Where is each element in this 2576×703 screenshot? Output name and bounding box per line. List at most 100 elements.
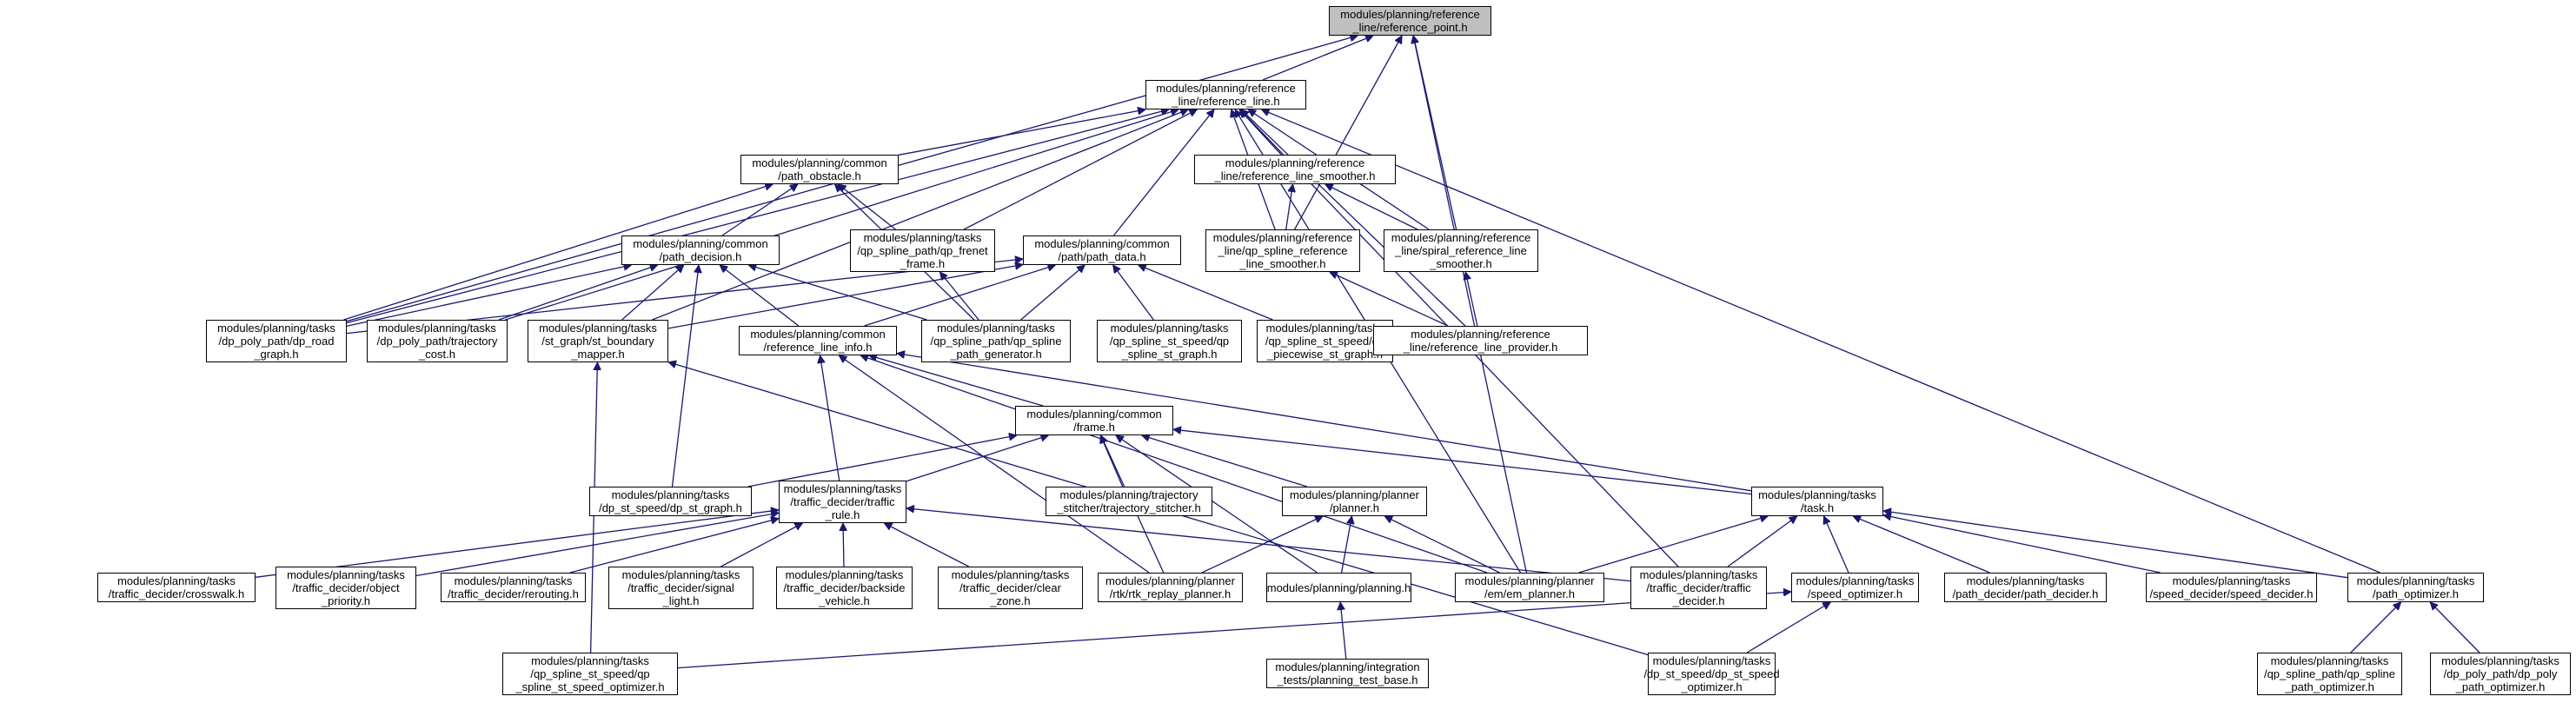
- graph-node-qp-spline-rl-smoother[interactable]: modules/planning/reference_line/qp_splin…: [1205, 229, 1360, 272]
- node-label: modules/planning/tasks/task.h: [1758, 488, 1876, 514]
- node-label-line: modules/planning/tasks: [785, 568, 904, 581]
- node-label: modules/planning/tasks/qp_spline_st_spee…: [515, 654, 664, 693]
- graph-node-object-priority[interactable]: modules/planning/tasks/traffic_decider/o…: [276, 567, 416, 609]
- node-label: modules/planning/reference_line/referenc…: [1404, 328, 1558, 354]
- graph-node-reference-line[interactable]: modules/planning/reference_line/referenc…: [1145, 80, 1306, 109]
- graph-node-rl-smoother[interactable]: modules/planning/reference_line/referenc…: [1194, 155, 1396, 184]
- edge-dp-road-graph-to-path-obstacle: [343, 184, 773, 321]
- node-label-line: /traffic_decider/traffic: [1646, 581, 1751, 594]
- graph-node-em-planner[interactable]: modules/planning/planner/em/em_planner.h: [1455, 573, 1604, 602]
- node-label-line: /em/em_planner.h: [1484, 587, 1576, 600]
- node-label: modules/planning/tasks/speed_optimizer.h: [1796, 574, 1915, 600]
- node-label-line: modules/planning/planner: [1464, 574, 1595, 587]
- graph-node-crosswalk[interactable]: modules/planning/tasks/traffic_decider/c…: [97, 573, 256, 602]
- graph-node-path-data[interactable]: modules/planning/common/path/path_data.h: [1023, 235, 1181, 265]
- graph-node-planning-test-base[interactable]: modules/planning/integration_tests/plann…: [1266, 659, 1429, 688]
- edge-speed-optimizer-to-task: [1824, 516, 1849, 574]
- node-label-line: _path_optimizer.h: [2455, 680, 2546, 693]
- graph-node-st-boundary-mapper[interactable]: modules/planning/tasks/st_graph/st_bound…: [528, 320, 668, 362]
- edge-path-data-to-reference-line: [1112, 109, 1215, 236]
- node-label-line: _smoother.h: [1430, 257, 1492, 270]
- graph-node-trajectory-cost[interactable]: modules/planning/tasks/dp_poly_path/traj…: [367, 320, 508, 362]
- edge-frame-to-reference-line-info: [869, 355, 1044, 407]
- node-label-line: modules/planning/tasks: [937, 322, 1055, 335]
- graph-node-planning[interactable]: modules/planning/planning.h: [1266, 573, 1411, 602]
- edge-dp-st-speed-optimizer-to-speed-optimizer: [1746, 601, 1830, 653]
- graph-node-traffic-rule[interactable]: modules/planning/tasks/traffic_decider/t…: [779, 481, 906, 523]
- node-label: modules/planning/tasks/st_graph/st_bound…: [539, 322, 657, 361]
- edge-reference-line-info-to-path-data: [864, 265, 1056, 327]
- graph-node-piecewise-st-graph[interactable]: modules/planning/tasks/qp_spline_st_spee…: [1257, 320, 1393, 362]
- graph-node-rtk-replay-planner[interactable]: modules/planning/planner/rtk/rtk_replay_…: [1098, 573, 1243, 602]
- edge-spiral-rl-smoother-to-rl-smoother: [1325, 183, 1418, 230]
- node-label-line: /traffic_decider/backside: [783, 581, 906, 594]
- graph-node-qp-spline-st-graph[interactable]: modules/planning/tasks/qp_spline_st_spee…: [1097, 320, 1242, 362]
- graph-node-signal-light[interactable]: modules/planning/tasks/traffic_decider/s…: [608, 567, 754, 609]
- edge-qp-frenet-frame-to-reference-line: [963, 109, 1197, 230]
- node-label-line: modules/planning/tasks: [1966, 574, 2085, 587]
- node-label-line: _frame.h: [900, 257, 946, 270]
- edge-speed-decider-to-task: [1883, 515, 2161, 574]
- node-label-line: modules/planning/tasks: [287, 568, 405, 581]
- node-label-line: _line/reference_point.h: [1352, 21, 1468, 34]
- graph-node-qp-spline-path-generator[interactable]: modules/planning/tasks/qp_spline_path/qp…: [921, 320, 1071, 362]
- graph-node-path-decision[interactable]: modules/planning/common/path_decision.h: [621, 235, 780, 265]
- node-label-line: modules/planning/reference: [1391, 231, 1531, 244]
- node-label-line: _spline_st_graph.h: [1121, 348, 1218, 361]
- node-label: modules/planning/common/path/path_data.h: [1034, 237, 1169, 263]
- graph-node-frame[interactable]: modules/planning/common/frame.h: [1015, 406, 1173, 435]
- node-label-line: /path_optimizer.h: [2372, 587, 2459, 600]
- graph-node-speed-decider[interactable]: modules/planning/tasks/speed_decider/spe…: [2146, 573, 2317, 602]
- edge-dp-poly-path-optimizer-to-path-optimizer: [2430, 602, 2480, 653]
- node-label: modules/planning/tasks/traffic_decider/r…: [448, 574, 579, 600]
- graph-node-dp-poly-path-optimizer[interactable]: modules/planning/tasks/dp_poly_path/dp_p…: [2430, 653, 2571, 695]
- graph-node-traffic-decider[interactable]: modules/planning/tasks/traffic_decider/t…: [1630, 567, 1767, 609]
- node-label-line: modules/planning/tasks: [1758, 488, 1876, 501]
- graph-node-path-decider[interactable]: modules/planning/tasks/path_decider/path…: [1944, 573, 2107, 602]
- node-label-line: _path_generator.h: [950, 348, 1042, 361]
- node-label-line: /traffic_decider/rerouting.h: [448, 587, 579, 600]
- edge-rl-provider-to-reference-line: [1241, 109, 1466, 327]
- edge-layer: [255, 36, 2480, 669]
- node-label: modules/planning/reference_line/referenc…: [1214, 156, 1375, 182]
- edge-dp-st-graph-to-path-decision: [671, 265, 700, 487]
- graph-node-rerouting[interactable]: modules/planning/tasks/traffic_decider/r…: [441, 573, 586, 602]
- edge-trajectory-cost-to-reference-line: [505, 109, 1178, 321]
- graph-node-reference-line-info[interactable]: modules/planning/common/reference_line_i…: [739, 326, 897, 355]
- edge-traffic-decider-to-task: [1727, 516, 1797, 567]
- node-label-line: modules/planning/common: [633, 237, 768, 250]
- edge-rerouting-to-traffic-rule: [569, 519, 779, 574]
- node-label-line: modules/planning/reference: [1212, 231, 1353, 244]
- graph-node-dp-st-speed-optimizer[interactable]: modules/planning/tasks/dp_st_speed/dp_st…: [1643, 653, 1780, 695]
- graph-node-qp-frenet-frame[interactable]: modules/planning/tasks/qp_spline_path/qp…: [850, 229, 995, 272]
- graph-node-spiral-rl-smoother[interactable]: modules/planning/reference_line/spiral_r…: [1384, 229, 1538, 272]
- graph-node-path-obstacle[interactable]: modules/planning/common/path_obstacle.h: [740, 155, 899, 184]
- node-label: modules/planning/tasks/dp_poly_path/dp_r…: [217, 322, 335, 361]
- graph-node-trajectory-stitcher[interactable]: modules/planning/trajectory_stitcher/tra…: [1046, 487, 1212, 516]
- node-label: modules/planning/planner/planner.h: [1290, 488, 1419, 514]
- node-label-line: modules/planning/reference: [1411, 328, 1550, 341]
- graph-node-qp-spline-path-optimizer[interactable]: modules/planning/tasks/qp_spline_path/qp…: [2257, 653, 2402, 695]
- graph-node-speed-optimizer[interactable]: modules/planning/tasks/speed_optimizer.h: [1791, 573, 1919, 602]
- node-label: modules/planning/reference_line/referenc…: [1156, 82, 1295, 108]
- edge-path-decision-to-path-obstacle: [721, 184, 798, 236]
- graph-node-path-optimizer[interactable]: modules/planning/tasks/path_optimizer.h: [2347, 573, 2484, 602]
- edge-path-optimizer-to-task: [1883, 511, 2348, 579]
- graph-node-clear-zone[interactable]: modules/planning/tasks/traffic_decider/c…: [938, 567, 1083, 609]
- edge-dp-road-graph-to-path-decision: [346, 265, 632, 327]
- edge-planning-to-frame: [1116, 435, 1318, 574]
- graph-node-dp-st-graph[interactable]: modules/planning/tasks/dp_st_speed/dp_st…: [589, 487, 752, 516]
- edge-st-boundary-mapper-to-path-decision: [621, 265, 684, 321]
- graph-node-reference-point[interactable]: modules/planning/reference_line/referenc…: [1329, 6, 1491, 36]
- graph-node-backside-vehicle[interactable]: modules/planning/tasks/traffic_decider/b…: [776, 567, 913, 609]
- graph-node-rl-provider[interactable]: modules/planning/reference_line/referenc…: [1373, 326, 1588, 355]
- node-label-line: _mapper.h: [571, 348, 625, 361]
- node-label-line: /frame.h: [1073, 421, 1115, 434]
- node-label-line: /st_graph/st_boundary: [541, 335, 654, 348]
- graph-node-qp-spline-st-speed-optimizer[interactable]: modules/planning/tasks/qp_spline_st_spee…: [502, 653, 678, 695]
- graph-node-planner[interactable]: modules/planning/planner/planner.h: [1282, 487, 1427, 516]
- edge-traffic-decider-to-traffic-rule: [906, 508, 1631, 582]
- node-label: modules/planning/common/reference_line_i…: [750, 328, 885, 354]
- graph-node-task[interactable]: modules/planning/tasks/task.h: [1751, 487, 1883, 516]
- graph-node-dp-road-graph[interactable]: modules/planning/tasks/dp_poly_path/dp_r…: [206, 320, 347, 362]
